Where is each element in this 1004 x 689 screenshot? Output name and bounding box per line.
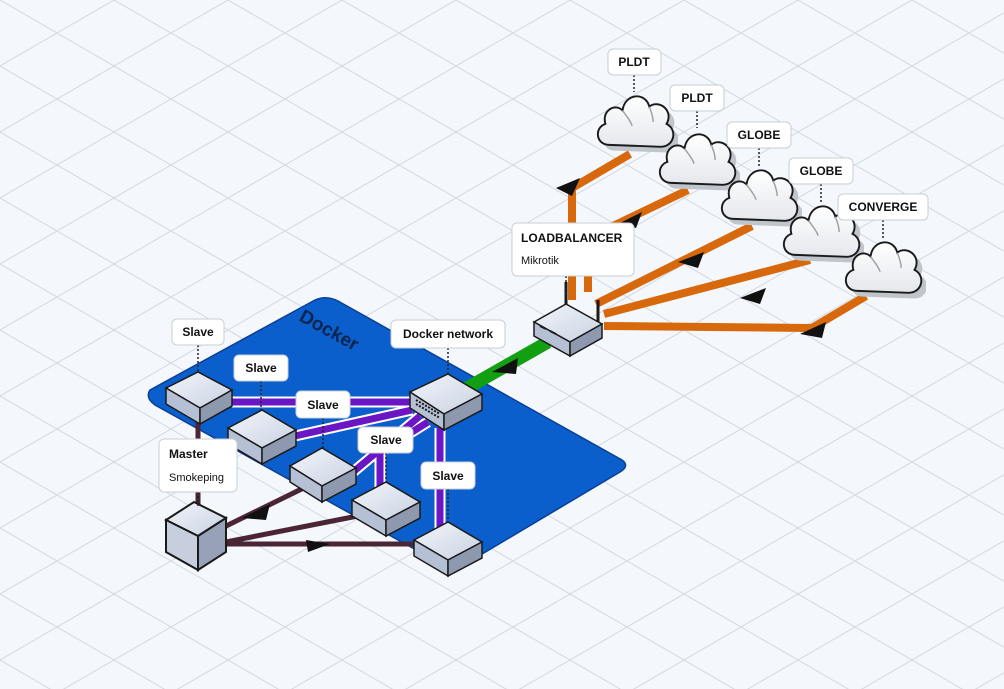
arrow-icon	[740, 288, 766, 304]
svg-text:Slave: Slave	[307, 398, 339, 412]
callout-globe-1: GLOBE	[726, 121, 792, 166]
arrow-icon	[242, 504, 270, 520]
callout-converge: CONVERGE	[837, 193, 929, 238]
callout-pldt-1: PLDT	[607, 48, 662, 92]
arrow-icon	[492, 358, 518, 374]
svg-text:Docker network: Docker network	[403, 327, 493, 341]
callout-master: Master Smokeping	[158, 438, 238, 506]
slave-device-3[interactable]	[288, 447, 358, 504]
arrow-icon	[678, 252, 704, 268]
link-slave2-switch	[285, 406, 413, 442]
svg-text:Slave: Slave	[432, 469, 464, 483]
master-subtitle: Smokeping	[169, 472, 224, 484]
svg-text:GLOBE: GLOBE	[738, 128, 781, 142]
loadbalancer-title: LOADBALANCER	[521, 231, 623, 245]
loadbalancer-subtitle: Mikrotik	[521, 255, 559, 267]
arrow-icon	[556, 178, 580, 196]
callout-slave-4: Slave	[357, 426, 414, 482]
loadbalancer-router[interactable]	[532, 282, 604, 358]
link-converge	[603, 292, 869, 332]
svg-text:GLOBE: GLOBE	[800, 164, 843, 178]
slave-device-1[interactable]	[164, 371, 234, 426]
master-server-cube[interactable]	[163, 500, 229, 572]
master-title: Master	[169, 447, 208, 461]
svg-text:CONVERGE: CONVERGE	[849, 200, 918, 214]
svg-text:PLDT: PLDT	[681, 91, 713, 105]
callout-slave-2: Slave	[233, 354, 289, 410]
callout-slave-3: Slave	[295, 390, 351, 448]
docker-network-switch[interactable]	[408, 373, 484, 432]
direction-arrows	[242, 178, 826, 552]
svg-text:Slave: Slave	[370, 433, 402, 447]
callout-slave-1: Slave	[171, 318, 225, 372]
svg-text:PLDT: PLDT	[618, 55, 650, 69]
svg-text:Slave: Slave	[182, 325, 214, 339]
callout-pldt-2: PLDT	[669, 84, 725, 128]
callout-docker-network: Docker network	[390, 319, 506, 376]
link-globe-2	[602, 256, 812, 318]
svg-text:Slave: Slave	[245, 361, 277, 375]
arrow-icon	[306, 540, 330, 552]
slave-device-5[interactable]	[412, 521, 484, 578]
callout-loadbalancer: LOADBALANCER Mikrotik	[511, 222, 635, 300]
callout-globe-2: GLOBE	[788, 157, 854, 202]
arrow-icon	[800, 322, 826, 338]
callout-slave-5: Slave	[420, 461, 476, 522]
link-globe-1	[594, 222, 754, 308]
slave-device-4[interactable]	[350, 481, 422, 538]
